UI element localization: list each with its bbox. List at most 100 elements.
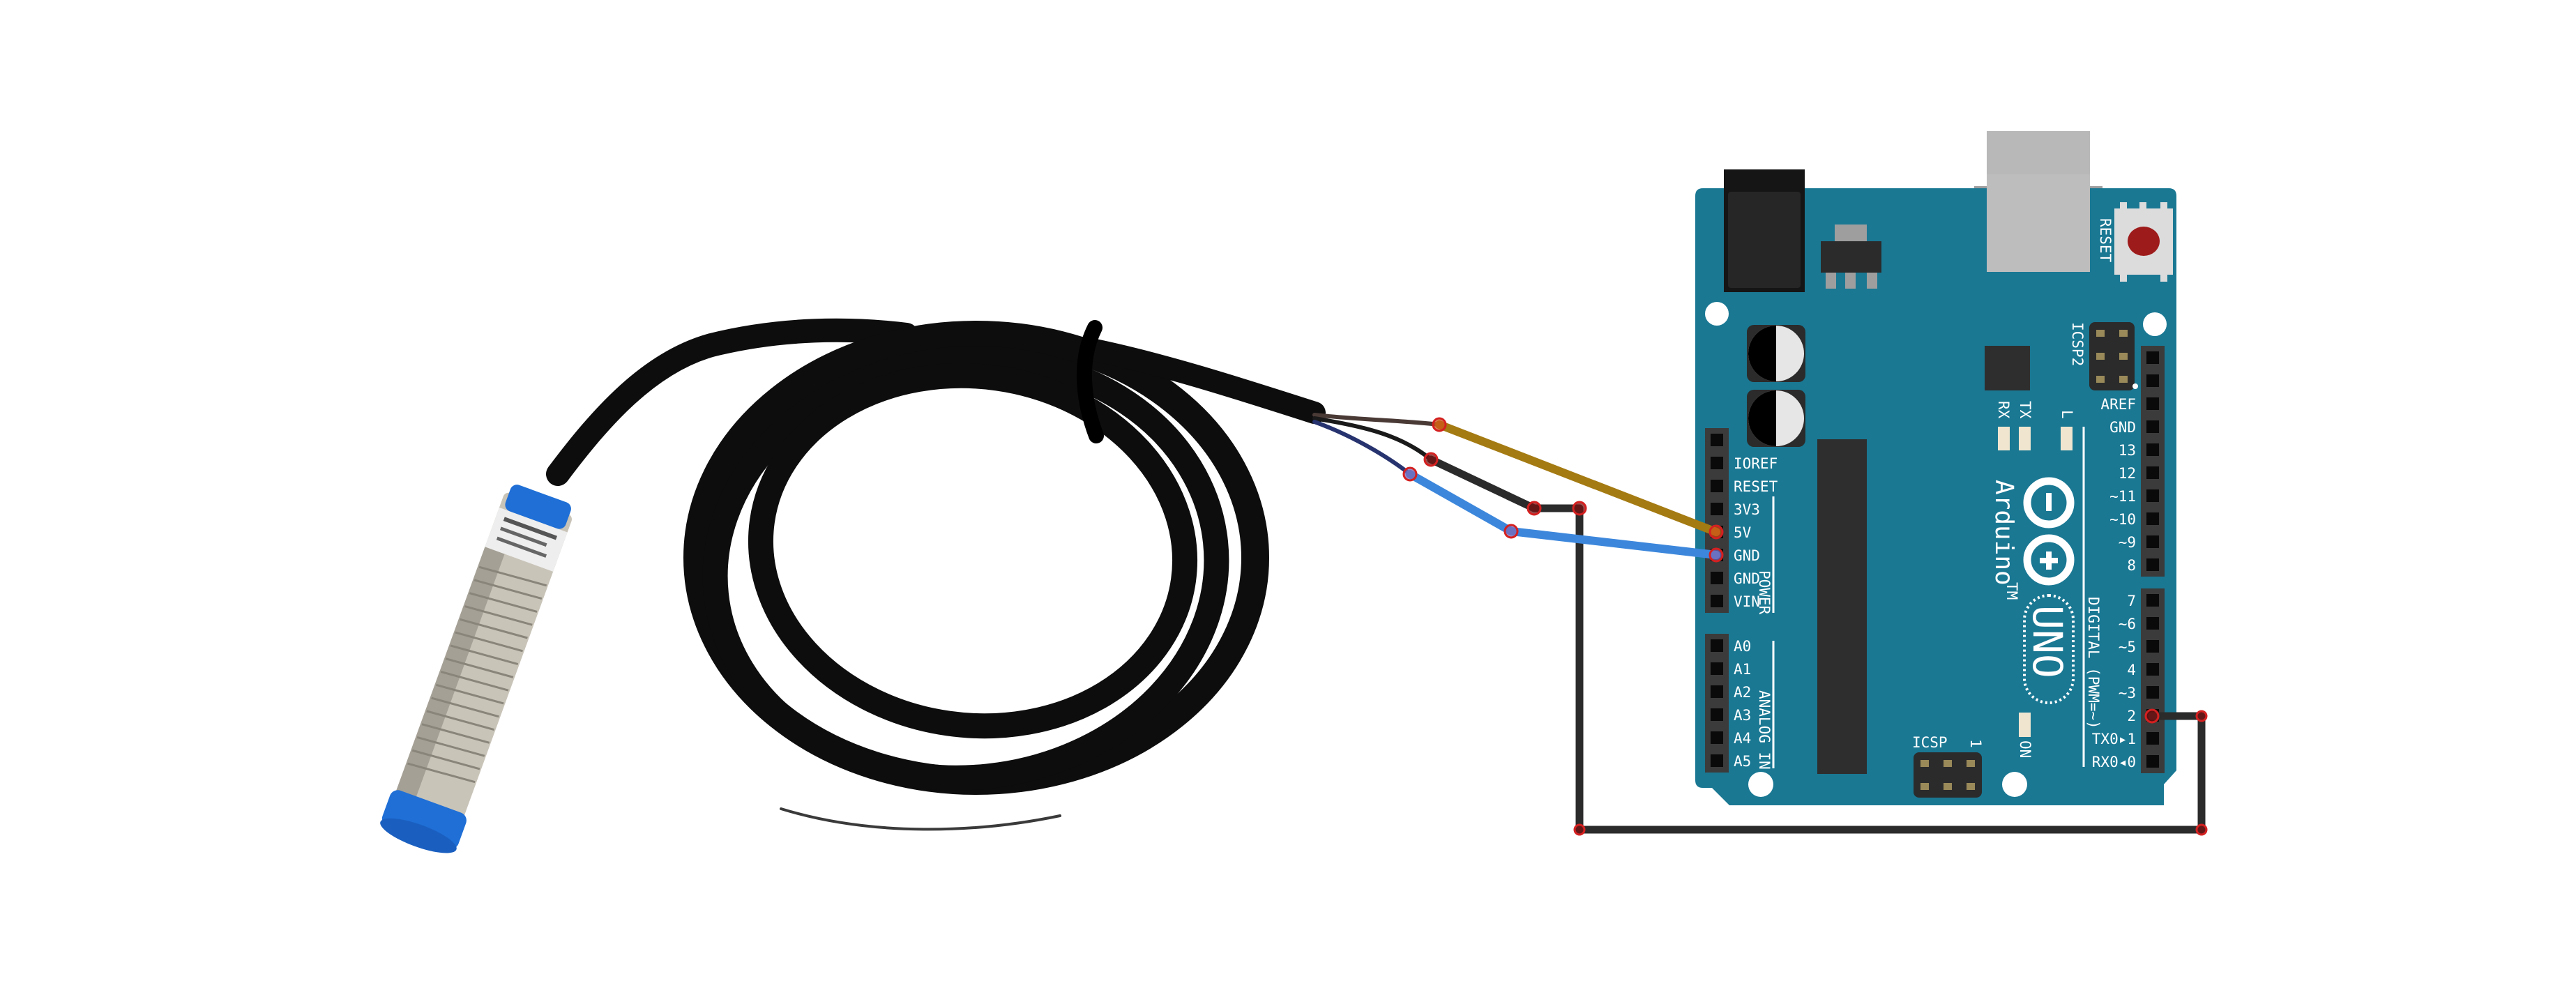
icsp2-pin[interactable]: [2096, 353, 2105, 360]
wire-bendpoint[interactable]: [2195, 823, 2208, 836]
analog-header-pin[interactable]: [1711, 662, 1723, 675]
wire-brown-to-5v[interactable]: [1435, 420, 1720, 536]
digital-header-top-pin[interactable]: [2146, 466, 2159, 479]
capacitor-1: [1747, 325, 1805, 382]
digital-header-bottom-pin[interactable]: [2146, 663, 2159, 676]
sensor-label-print-3: [496, 536, 547, 558]
digital-header-bottom-pin[interactable]: [2146, 617, 2159, 630]
digital-header-bottom-pin[interactable]: [2146, 640, 2159, 653]
arduino-wordmark: Arduino: [1990, 480, 2018, 586]
l-led: [2061, 427, 2073, 450]
wire-bendpoint[interactable]: [1526, 501, 1542, 516]
digital-header-top-pin[interactable]: [2146, 420, 2159, 433]
sensor-label-print: [503, 517, 557, 540]
uno-badge: [2023, 594, 2075, 704]
icsp-housing: [1914, 752, 1982, 798]
icsp2-header: [2089, 322, 2135, 390]
wire-endpoint[interactable]: [1432, 417, 1447, 432]
digital-header-bottom-pin[interactable]: [2146, 732, 2159, 745]
power-header-pin[interactable]: [1711, 457, 1723, 469]
wire-endpoint[interactable]: [1423, 452, 1439, 467]
wire-bendpoint[interactable]: [2195, 710, 2208, 722]
digital-header-top-pin[interactable]: [2146, 489, 2159, 502]
power-header-pin-label: 5V: [1734, 524, 1752, 541]
icsp-pin[interactable]: [1967, 760, 1975, 767]
icsp2-pin[interactable]: [2119, 376, 2128, 383]
analog-header-pin[interactable]: [1711, 685, 1723, 698]
power-header-pin[interactable]: [1711, 480, 1723, 492]
digital-header-top-pin-label: 13: [2119, 442, 2136, 459]
digital-header-top-pin[interactable]: [2146, 512, 2159, 525]
icsp-pin[interactable]: [1920, 783, 1929, 790]
icsp-pin[interactable]: [1967, 783, 1975, 790]
tx-led: [2019, 427, 2031, 450]
icsp-pin[interactable]: [1920, 760, 1929, 767]
icsp2-pin[interactable]: [2096, 330, 2105, 337]
wire-endpoint[interactable]: [1402, 466, 1418, 482]
icsp2-pin[interactable]: [2096, 376, 2105, 383]
voltage-regulator: [1821, 225, 1881, 289]
mounting-hole: [2002, 772, 2027, 797]
sensor-label-print-2: [499, 526, 547, 547]
l-label: L: [2059, 410, 2075, 419]
power-header-pin-label: GND: [1734, 547, 1760, 564]
digital-header-top-pin-label: GND: [2109, 419, 2136, 436]
digital-header-top-pin[interactable]: [2146, 558, 2159, 571]
icsp-pin[interactable]: [1944, 760, 1952, 767]
digital-header-top-pin-label: ~11: [2109, 488, 2136, 505]
digital-header-bottom-pin[interactable]: [2146, 686, 2159, 699]
mounting-hole: [1748, 772, 1773, 797]
icsp-pin1-label: 1: [1967, 739, 1984, 748]
wire-bendpoint[interactable]: [1573, 823, 1586, 836]
power-header-pin-label: 3V3: [1734, 501, 1760, 518]
arduino-logo: [2023, 477, 2075, 586]
power-header-pin[interactable]: [1711, 434, 1723, 446]
digital-header-top-pin[interactable]: [2146, 374, 2159, 387]
power-header-pin[interactable]: [1711, 595, 1723, 607]
analog-header-pin[interactable]: [1711, 639, 1723, 652]
analog-header-pin[interactable]: [1711, 708, 1723, 721]
digital-header-top-pin[interactable]: [2146, 535, 2159, 548]
reset-button-cap[interactable]: [2128, 227, 2160, 256]
power-header-pin[interactable]: [1711, 572, 1723, 584]
icsp2-pin[interactable]: [2119, 353, 2128, 360]
logo-plus-h: [2040, 558, 2058, 563]
wire-bendpoint[interactable]: [1572, 501, 1587, 516]
reset-button[interactable]: [2114, 202, 2173, 282]
digital-header-bottom-pin[interactable]: [2146, 755, 2159, 768]
logo-minus: [2046, 493, 2052, 511]
analog-header-pin[interactable]: [1711, 731, 1723, 744]
wire-endpoint[interactable]: [1709, 524, 1724, 540]
analog-header-pin-label: A4: [1734, 730, 1751, 747]
digital-header-top-pin[interactable]: [2146, 351, 2159, 364]
icsp2-pin1-dot: [2132, 383, 2138, 389]
power-header-pin-label: IOREF: [1734, 455, 1778, 472]
digital-header-bottom-pin[interactable]: [2146, 594, 2159, 607]
analog-header-pin-label: A3: [1734, 707, 1751, 724]
sensor-leads: [1312, 413, 1441, 476]
digital-header-bottom-pin-label: TX0▸1: [2092, 731, 2136, 747]
digital-header-bottom-pin-label: 2: [2127, 708, 2136, 724]
wire-endpoint[interactable]: [2144, 708, 2160, 724]
digital-header-top-pin-label: ~9: [2119, 534, 2136, 551]
power-header-pin-label: GND: [1734, 570, 1760, 587]
digital-header-top-pin[interactable]: [2146, 443, 2159, 456]
icsp-header: [1914, 752, 1982, 798]
icsp-pin[interactable]: [1944, 783, 1952, 790]
analog-header-pin[interactable]: [1711, 754, 1723, 767]
tx-label: TX: [2017, 401, 2033, 419]
analog-header-pin-label: A1: [1734, 661, 1751, 678]
digital-header-top-pin[interactable]: [2146, 397, 2159, 410]
digital-header-bottom-housing: [2141, 588, 2165, 773]
wire-endpoint[interactable]: [1709, 547, 1724, 563]
power-header-housing: [1705, 428, 1729, 613]
icsp2-pin[interactable]: [2119, 330, 2128, 337]
digital-group-label: DIGITAL (PWM=~): [2085, 597, 2102, 729]
usb-connector-body: [1987, 174, 2090, 272]
rx-led: [1998, 427, 2010, 450]
sensor-threads: [407, 565, 547, 784]
digital-header-top-pin-label: AREF: [2100, 396, 2136, 413]
power-header-pin[interactable]: [1711, 503, 1723, 515]
wire-bendpoint[interactable]: [1503, 524, 1519, 539]
